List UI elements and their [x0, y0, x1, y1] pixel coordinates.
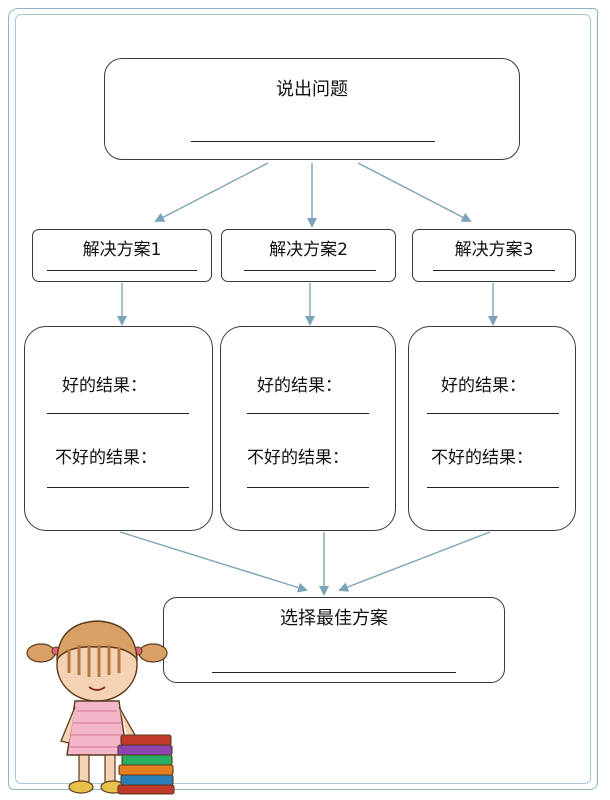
result-3-good-label: 好的结果：: [441, 376, 526, 396]
result-3-bad-line[interactable]: [427, 487, 559, 488]
result-3-bad-label: 不好的结果：: [431, 448, 533, 468]
result-2-bad-line[interactable]: [247, 487, 369, 488]
solution-2-answer-line[interactable]: [244, 270, 376, 271]
arrow-problem-to-solution-3: [357, 162, 472, 222]
result-box-1: 好的结果： 不好的结果：: [24, 326, 213, 531]
problem-box: 说出问题: [104, 58, 520, 160]
result-1-good-label: 好的结果：: [62, 376, 147, 396]
result-2-bad-label: 不好的结果：: [247, 448, 349, 468]
solution-1-label: 解决方案1: [82, 240, 162, 260]
result-1-bad-line[interactable]: [47, 487, 189, 488]
solution-box-1: 解决方案1: [32, 229, 212, 282]
solution-2-label: 解决方案2: [269, 240, 348, 260]
arrow-result-3-to-final: [338, 531, 491, 592]
result-3-good-line[interactable]: [427, 413, 559, 414]
result-box-2: 好的结果： 不好的结果：: [220, 326, 396, 531]
final-label: 选择最佳方案: [280, 608, 388, 629]
solution-3-answer-line[interactable]: [433, 270, 555, 271]
page-border-inner: [15, 14, 591, 784]
solution-3-label: 解决方案3: [454, 240, 534, 260]
result-2-good-line[interactable]: [247, 413, 369, 414]
problem-label: 说出问题: [276, 79, 348, 100]
solution-box-3: 解决方案3: [412, 229, 576, 282]
problem-answer-line[interactable]: [191, 141, 435, 142]
arrow-problem-to-solution-1: [154, 162, 269, 222]
result-1-good-line[interactable]: [47, 413, 189, 414]
result-box-3: 好的结果： 不好的结果：: [408, 326, 576, 531]
page-border-outer: [8, 8, 598, 790]
final-box: 选择最佳方案: [163, 597, 505, 683]
result-1-bad-label: 不好的结果：: [55, 448, 157, 468]
result-2-good-label: 好的结果：: [257, 376, 342, 396]
girl-with-books-illustration: [26, 620, 175, 795]
solution-box-2: 解决方案2: [221, 229, 396, 282]
arrow-result-1-to-final: [119, 531, 308, 593]
solution-1-answer-line[interactable]: [47, 270, 197, 271]
final-answer-line[interactable]: [212, 672, 456, 673]
